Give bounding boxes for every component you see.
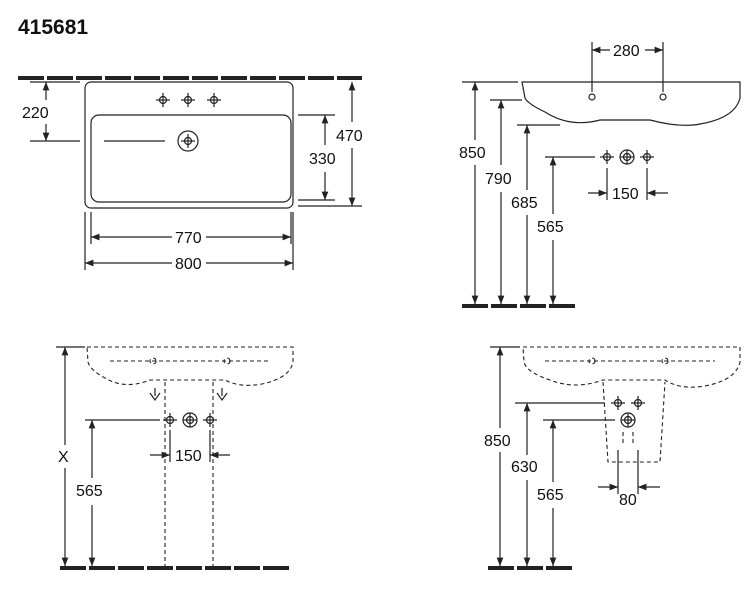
dim-800: 800 (175, 256, 202, 273)
tap-hole-icon (630, 395, 646, 411)
dim-280: 280 (613, 43, 640, 60)
semi-pedestal-view: 850 630 565 80 (484, 346, 741, 570)
dim-x: X (58, 449, 69, 466)
pedestal-view: X 565 150 (56, 346, 294, 570)
drain-icon (177, 130, 199, 152)
dim-630: 630 (511, 459, 538, 476)
basin-profile (521, 81, 741, 126)
dim-770: 770 (175, 230, 202, 247)
tap-hole-icon (180, 92, 196, 108)
dim-565: 565 (537, 219, 564, 236)
dim-330: 330 (309, 151, 336, 168)
dim-790: 790 (485, 171, 512, 188)
dim-850: 850 (459, 145, 486, 162)
dim-150: 150 (175, 448, 202, 465)
model-number: 415681 (18, 16, 89, 39)
semi-pedestal-dashed (602, 381, 666, 463)
pedestal-dashed (164, 382, 214, 566)
dim-470: 470 (336, 128, 363, 145)
basin-outline (84, 81, 294, 209)
tap-hole-icon (599, 149, 615, 165)
top-view: 220 330 470 770 800 (18, 76, 363, 273)
dim-850: 850 (484, 433, 511, 450)
tap-hole-icon (610, 395, 626, 411)
dim-565: 565 (537, 487, 564, 504)
tap-hole-icon (639, 149, 655, 165)
dim-685: 685 (511, 195, 538, 212)
dim-80: 80 (619, 492, 637, 509)
dim-565: 565 (76, 483, 103, 500)
tap-hole-icon (202, 412, 218, 428)
basin-dashed (522, 346, 741, 388)
side-view: 280 850 790 685 565 150 (459, 42, 741, 308)
basin-bowl (90, 114, 292, 203)
tap-hole-icon (206, 92, 222, 108)
dim-220: 220 (22, 105, 49, 122)
basin-dashed (86, 346, 294, 386)
dim-150: 150 (612, 186, 639, 203)
tap-hole-icon (155, 92, 171, 108)
